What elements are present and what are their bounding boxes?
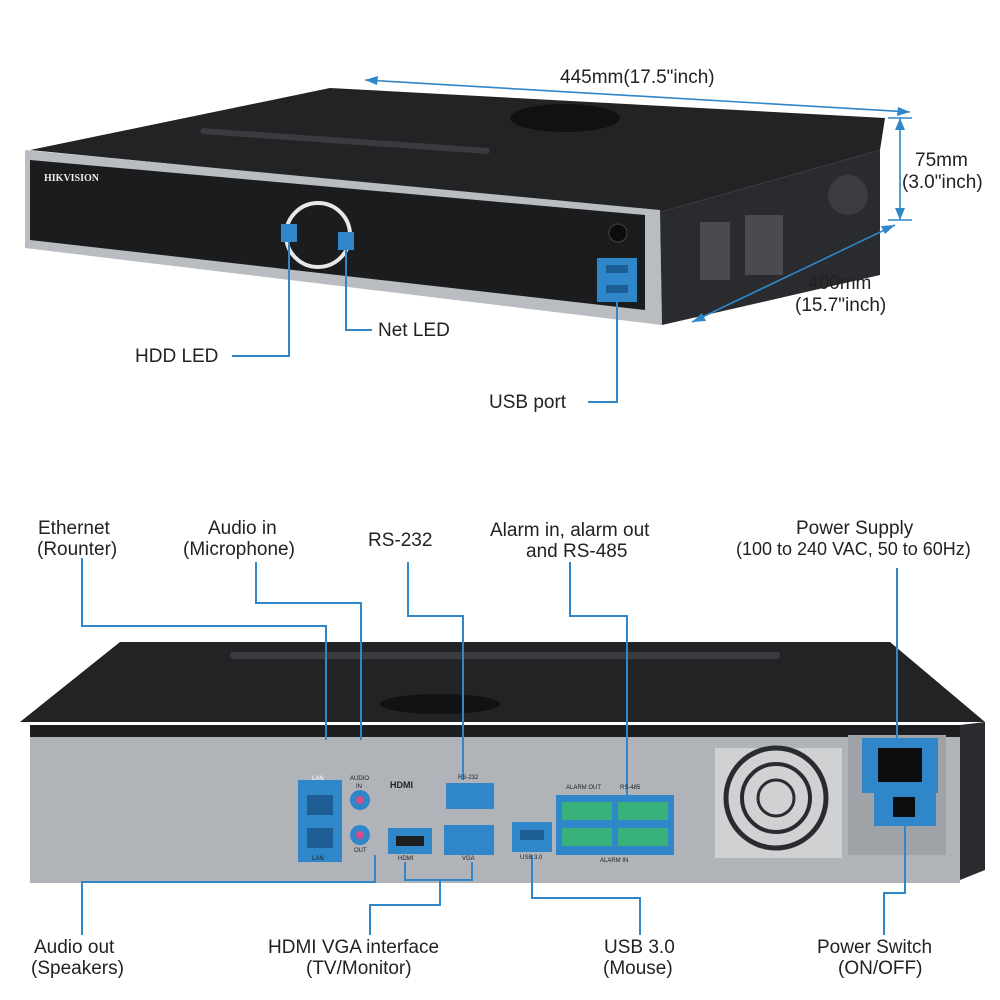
rs232-highlight [446, 783, 494, 809]
power-switch-line [883, 826, 906, 935]
ethernet-line [81, 558, 327, 740]
hdd-led-highlight [281, 224, 297, 242]
panel-label-lan-bottom: LAN [312, 856, 324, 862]
panel-label-vga: VGA [462, 856, 475, 862]
rear-side-right [960, 722, 985, 880]
rear-top-handle [380, 694, 500, 714]
lan-highlight [298, 780, 342, 862]
panel-label-alarm-out: ALARM OUT [566, 785, 602, 791]
side-vents [700, 175, 868, 280]
rear-device-top [20, 642, 985, 722]
usb30-line [531, 855, 641, 935]
audio-in-label-2: (Microphone) [183, 539, 295, 560]
power-button-front [608, 223, 628, 243]
top-vent-slots [200, 128, 490, 154]
audio-out-label-2: (Speakers) [31, 958, 124, 979]
panel-label-lan-top: LAN [312, 776, 324, 782]
panel-label-hdmi: HDMI [398, 856, 414, 862]
depth-dimension-label-2: (15.7"inch) [795, 295, 887, 316]
top-handle-recess [510, 104, 620, 132]
hdmi-vga-label-2: (TV/Monitor) [306, 958, 412, 979]
height-dimension-label-1: 75mm [915, 150, 968, 171]
vga-highlight [444, 825, 494, 855]
hdd-led-line [232, 242, 290, 357]
usb-port-line [588, 302, 618, 403]
brand-logo: HIKVISION [44, 173, 100, 184]
ethernet-label-2: (Rounter) [37, 539, 118, 560]
net-led-line [345, 250, 372, 331]
fan-guard [723, 745, 829, 851]
audio-out-line [81, 855, 376, 935]
panel-label-rs232: RS-232 [458, 775, 479, 781]
front-usb-highlight [597, 258, 637, 302]
width-dimension-label: 445mm(17.5"inch) [560, 67, 715, 88]
power-switch-label-2: (ON/OFF) [838, 958, 923, 979]
power-switch-label-1: Power Switch [817, 937, 933, 958]
net-led-highlight [338, 232, 354, 250]
usb30-label-2: (Mouse) [603, 958, 673, 979]
panel-label-out: OUT [354, 848, 367, 854]
net-led-label: Net LED [378, 320, 450, 341]
power-supply-label-1: Power Supply [796, 518, 914, 539]
ethernet-label-1: Ethernet [38, 518, 110, 539]
alarm-line [569, 562, 628, 800]
audio-in-label-1: Audio in [208, 518, 277, 539]
hdmi-vga-label-1: HDMI VGA interface [268, 937, 440, 958]
rear-top-vent [230, 652, 780, 659]
depth-dimension-label-1: 400mm [808, 273, 872, 294]
panel-label-usb30: USB 3.0 [520, 855, 543, 861]
usb-slot [606, 265, 628, 273]
alarm-label-2: and RS-485 [526, 541, 628, 562]
width-dimension-line [364, 79, 911, 113]
audio-in-line [255, 562, 362, 740]
depth-dimension-line [691, 224, 896, 323]
power-supply-label-2: (100 to 240 VAC, 50 to 60Hz) [736, 539, 971, 559]
panel-label-rs485: RS-485 [620, 785, 641, 791]
front-panel [30, 160, 645, 310]
panel-label-alarm-in: ALARM IN [600, 858, 629, 864]
hdmi-vga-line [369, 880, 441, 935]
rs232-line [407, 562, 464, 780]
alarm-terminal-pins [562, 802, 668, 846]
panel-label-audio: AUDIO [350, 776, 370, 782]
usb-slot [606, 285, 628, 293]
panel-label-hdmi-logo: HDMI [390, 780, 413, 790]
audio-out-label-1: Audio out [34, 937, 115, 958]
panel-label-in: IN [356, 784, 362, 790]
usb-port-label: USB port [489, 392, 567, 413]
usb30-label-1: USB 3.0 [604, 937, 675, 958]
height-dimension-label-2: (3.0"inch) [902, 172, 983, 193]
hdmi-vga-bracket [404, 862, 473, 881]
rs232-label: RS-232 [368, 530, 433, 551]
alarm-label-1: Alarm in, alarm out [490, 520, 650, 541]
hdd-led-label: HDD LED [135, 346, 219, 367]
